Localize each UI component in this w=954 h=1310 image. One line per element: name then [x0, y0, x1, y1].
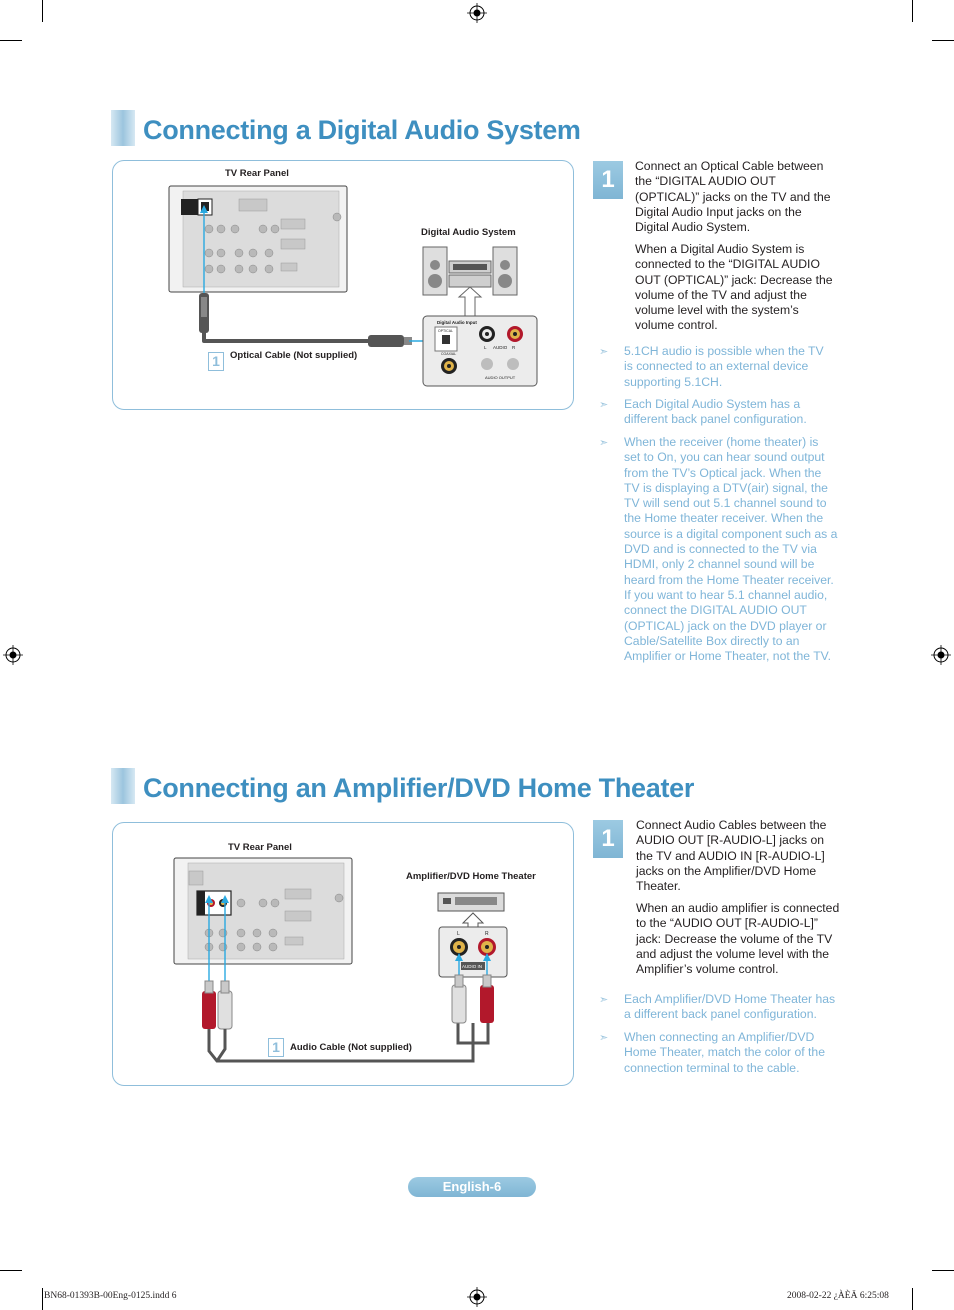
note-arrow-icon: ➣ [599, 399, 609, 411]
heading-decoration [111, 768, 135, 804]
cable-number-badge: 1 [268, 1038, 284, 1057]
note-arrow-icon: ➣ [599, 994, 609, 1006]
system-audio-text: AUDIO [493, 345, 508, 350]
digital-audio-system-label: Digital Audio System [421, 227, 516, 238]
system-audio-l: L [484, 345, 487, 350]
crop-mark [932, 40, 954, 41]
registration-mark-icon [3, 645, 23, 665]
diagram-digital-audio: TV Rear Panel Digital Audio System 1 Opt… [112, 160, 574, 410]
audio-cable-label: Audio Cable (Not supplied) [290, 1042, 412, 1053]
crop-mark [42, 1288, 43, 1310]
system-optical-label: OPTICAL [438, 329, 453, 333]
system-panel-title: Digital Audio Input [437, 320, 477, 325]
connection-illustration: L R AUDIO IN [173, 857, 508, 1063]
note-text: When connecting an Amplifier/DVD Home Th… [624, 1030, 825, 1075]
registration-mark-icon [467, 3, 487, 23]
note-arrow-icon: ➣ [599, 437, 609, 449]
crop-mark [0, 40, 22, 41]
note-arrow-icon: ➣ [599, 1032, 609, 1044]
date-slug: 2008-02-22 ¿ÀÈÄ 6:25:08 [787, 1291, 889, 1301]
step-paragraph: When a Digital Audio System is connected… [635, 242, 833, 333]
crop-mark [912, 0, 913, 22]
note-text: Each Digital Audio System has a differen… [624, 397, 807, 427]
crop-mark [0, 1270, 22, 1271]
crop-mark [912, 1288, 913, 1310]
amp-r-label: R [485, 931, 489, 937]
note-arrow-icon: ➣ [599, 346, 609, 358]
system-audio-r: R [512, 345, 516, 350]
registration-mark-icon [467, 1287, 487, 1307]
file-slug: BN68-01393B-00Eng-0125.indd 6 [44, 1291, 177, 1301]
amplifier-label: Amplifier/DVD Home Theater [406, 871, 536, 882]
step-paragraph: Connect an Optical Cable between the “DI… [635, 159, 831, 235]
note-text: 5.1CH audio is possible when the TV is c… [624, 344, 824, 389]
tv-rear-panel-label: TV Rear Panel [228, 842, 292, 853]
note-text: When the receiver (home theater) is set … [624, 435, 838, 664]
crop-mark [932, 1270, 954, 1271]
connection-illustration: Digital Audio Input OPTICAL COAXIAL L AU… [168, 185, 538, 387]
section-title: Connecting a Digital Audio System [143, 115, 581, 145]
system-coaxial-label: COAXIAL [441, 352, 456, 356]
note-text: Each Amplifier/DVD Home Theater has a di… [624, 992, 836, 1022]
crop-mark [42, 0, 43, 22]
cable-number-badge: 1 [208, 352, 224, 371]
tv-rear-panel-label: TV Rear Panel [225, 168, 289, 179]
amp-audio-in-label: AUDIO IN [462, 964, 482, 969]
amp-l-label: L [457, 931, 460, 937]
page-number-badge: English-6 [408, 1177, 536, 1197]
step-number: 1 [593, 820, 623, 858]
step-paragraph: Connect Audio Cables between the AUDIO O… [636, 818, 827, 894]
optical-cable-label: Optical Cable (Not supplied) [230, 350, 358, 361]
step-number: 1 [593, 161, 623, 199]
step-paragraph: When an audio amplifier is connected to … [636, 901, 840, 977]
system-audio-output: AUDIO OUTPUT [485, 375, 516, 380]
registration-mark-icon [931, 645, 951, 665]
heading-decoration [111, 110, 135, 146]
section-title: Connecting an Amplifier/DVD Home Theater [143, 773, 695, 803]
diagram-amplifier: TV Rear Panel Amplifier/DVD Home Theater… [112, 822, 574, 1086]
